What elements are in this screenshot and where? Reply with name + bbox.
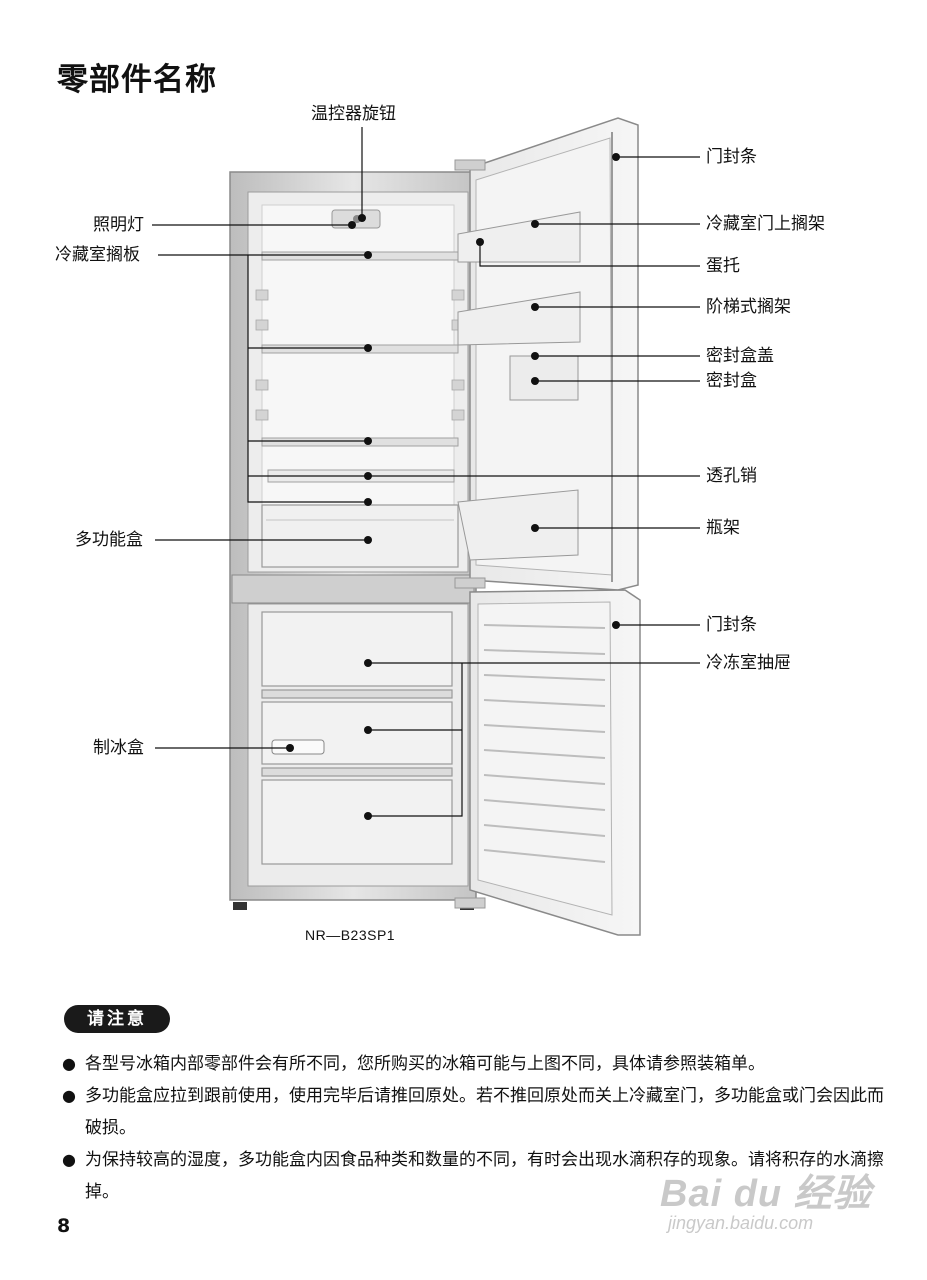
label-freezer-drawer: 冷冻室抽屉 (706, 653, 791, 673)
label-bottle-rack: 瓶架 (706, 518, 740, 538)
label-sealed-box: 密封盒 (706, 371, 757, 391)
watermark-url: jingyan.baidu.com (668, 1213, 814, 1233)
notice-item: ● 各型号冰箱内部零部件会有所不同，您所购买的冰箱可能与上图不同，具体请参照装箱… (62, 1048, 892, 1080)
page-title: 零部件名称 (57, 62, 217, 98)
label-drain-pin: 透孔销 (706, 466, 757, 486)
notice-badge: 请注意 (64, 1005, 170, 1033)
light-housing (331, 209, 381, 229)
notice-text: 多功能盒应拉到跟前使用，使用完毕后请推回原处。若不推回原处而关上冷藏室门，多功能… (85, 1086, 884, 1138)
leader-dots (286, 153, 620, 820)
label-door-gasket-lower: 门封条 (706, 615, 757, 635)
fridge-shelves (261, 251, 459, 483)
label-sealed-box-lid: 密封盒盖 (706, 346, 774, 366)
label-thermostat-knob: 温控器旋钮 (311, 104, 396, 124)
notice-list: ● 各型号冰箱内部零部件会有所不同，您所购买的冰箱可能与上图不同，具体请参照装箱… (62, 1048, 892, 1208)
multi-function-box (261, 504, 459, 568)
label-light: 照明灯 (93, 215, 144, 235)
lower-door (454, 589, 641, 936)
label-fridge-door-rack: 冷藏室门上搁架 (706, 214, 825, 234)
notice-item: ● 为保持较高的湿度，多功能盒内因食品种类和数量的不同，有时会出现水滴积存的现象… (62, 1144, 892, 1208)
page-number: 8 (57, 1215, 71, 1237)
refrigerator-illustration (152, 117, 700, 936)
watermark: Bai du 经验 jingyan.baidu.com (660, 1162, 872, 1234)
ice-tray (271, 739, 325, 755)
leader-lines (152, 127, 700, 817)
upper-door (454, 117, 639, 591)
bullet-icon: ● (62, 1086, 76, 1105)
label-door-gasket-upper: 门封条 (706, 147, 757, 167)
bullet-icon: ● (62, 1150, 76, 1169)
label-egg-tray: 蛋托 (706, 256, 740, 276)
watermark-logo: Bai du 经验 (660, 1173, 872, 1215)
notice-item: ● 多功能盒应拉到跟前使用，使用完毕后请推回原处。若不推回原处而关上冷藏室门，多… (62, 1080, 892, 1144)
label-stepped-rack: 阶梯式搁架 (706, 297, 791, 317)
notice-text: 为保持较高的湿度，多功能盒内因食品种类和数量的不同，有时会出现水滴积存的现象。请… (85, 1150, 884, 1202)
notice-text: 各型号冰箱内部零部件会有所不同，您所购买的冰箱可能与上图不同，具体请参照装箱单。 (85, 1054, 765, 1074)
freezer-drawers (261, 611, 453, 865)
label-multi-function-box: 多功能盒 (75, 530, 143, 550)
bullet-icon: ● (62, 1054, 76, 1073)
label-ice-box: 制冰盒 (93, 738, 144, 758)
label-fridge-shelf: 冷藏室搁板 (55, 245, 140, 265)
model-number: NR—B23SP1 (305, 927, 396, 943)
